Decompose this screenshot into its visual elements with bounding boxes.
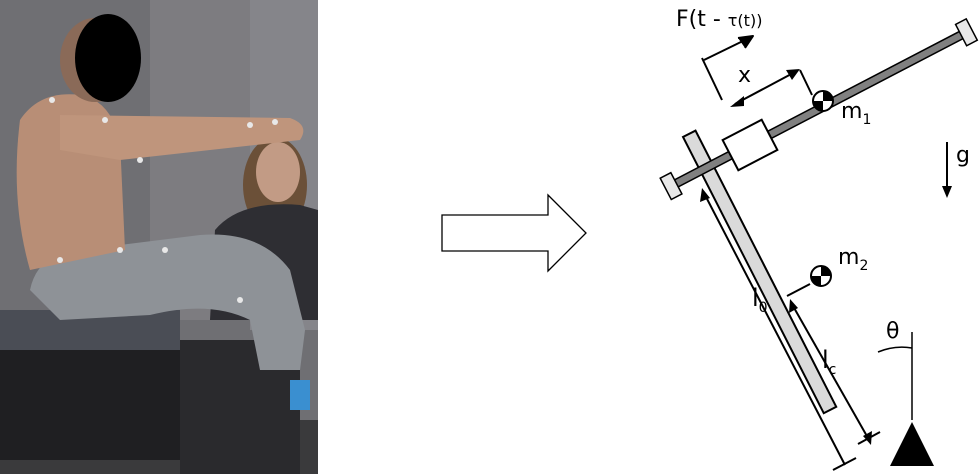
photo-pants (30, 234, 305, 370)
photo-assistant-face (256, 142, 300, 202)
beam-right-end (954, 17, 979, 47)
mass-2-icon (810, 265, 832, 287)
x-dimension-arrow (730, 69, 800, 107)
force-label: F(t - τ(t)) (676, 7, 762, 32)
m2-label: m2 (838, 245, 868, 274)
beam-left-end (659, 171, 683, 201)
l0-label: l0 (752, 284, 768, 316)
photo-table-base (0, 350, 180, 460)
mass-1-icon (812, 90, 834, 112)
face-redaction (75, 14, 141, 102)
hollow-right-arrow-icon (441, 193, 587, 273)
slider-block (721, 118, 779, 172)
theta-label: θ (886, 319, 899, 344)
theta-angle (877, 332, 913, 420)
force-arrow (701, 35, 813, 101)
lc-label: lc (822, 346, 836, 378)
gravity-arrow (942, 142, 952, 198)
transition-arrow-shape (441, 193, 587, 273)
pendulum-diagram: F(t - τ(t)) x m1 g m2 l0 lc θ (659, 7, 979, 471)
subject-photo (0, 0, 318, 474)
lc-dimension-arrow (786, 283, 881, 445)
photo-arm (60, 115, 304, 160)
triangle-pivot-icon (890, 422, 934, 466)
pendulum-rod (681, 129, 838, 415)
x-label: x (738, 63, 751, 88)
g-label: g (956, 143, 970, 168)
m1-label: m1 (841, 99, 871, 128)
l0-dimension-arrow (700, 188, 857, 471)
photo-blue-object (290, 380, 310, 410)
photo-markers (49, 97, 278, 303)
